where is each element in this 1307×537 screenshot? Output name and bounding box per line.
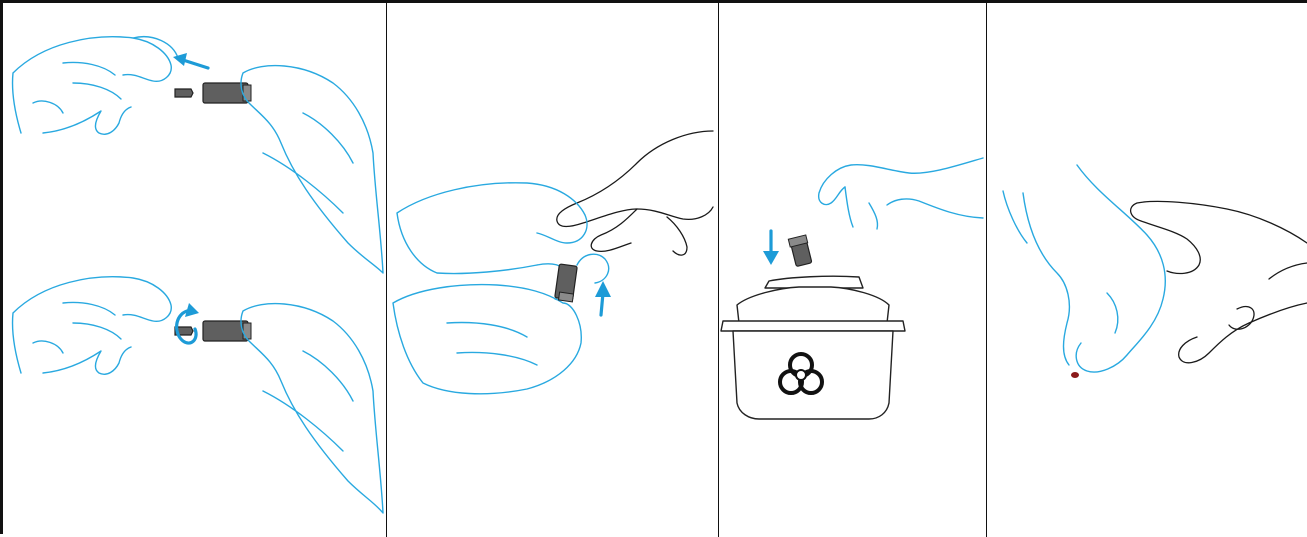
panel-dispose-lancet bbox=[719, 3, 987, 537]
lancet-device bbox=[788, 235, 812, 267]
patient-hand bbox=[557, 131, 713, 255]
left-gloved-hand-bottom bbox=[12, 277, 171, 375]
lancet-device bbox=[555, 264, 578, 302]
gloved-hand bbox=[1003, 165, 1165, 372]
arrow-up-icon bbox=[595, 281, 611, 315]
gloved-hand-dropping bbox=[819, 158, 983, 229]
right-gloved-hand-top bbox=[241, 66, 383, 273]
rotate-arrow-icon bbox=[177, 303, 199, 343]
left-gloved-hand-top bbox=[12, 37, 178, 135]
arrow-left-icon bbox=[173, 53, 208, 68]
sharps-container bbox=[721, 276, 905, 419]
lancet-device-top bbox=[175, 83, 251, 103]
right-gloved-hand-bottom bbox=[241, 304, 383, 513]
arrow-down-icon bbox=[763, 231, 779, 265]
panel-lance-finger bbox=[387, 3, 719, 537]
panel-blood-drop bbox=[987, 3, 1307, 537]
blood-drop bbox=[1071, 372, 1079, 378]
lancet-device-bottom bbox=[175, 321, 251, 341]
patient-hand bbox=[1131, 201, 1307, 362]
panel-remove-cap bbox=[3, 3, 387, 537]
